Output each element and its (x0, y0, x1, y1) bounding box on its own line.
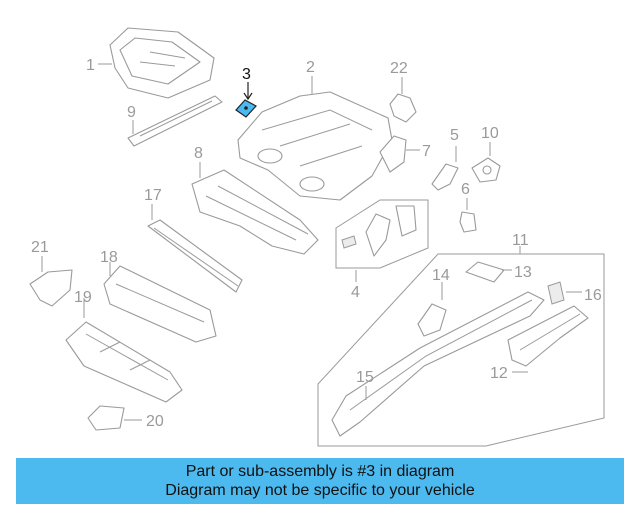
callout-2: 2 (306, 59, 315, 76)
part-20-tray (87, 405, 125, 431)
part-1-tub (109, 27, 215, 99)
part-13-bracket (465, 261, 505, 283)
callout-4: 4 (351, 284, 360, 301)
parts-diagram: 1 9 3 2 22 7 5 10 (29, 27, 605, 447)
callout-21: 21 (31, 239, 49, 256)
part-2-floor-pan (237, 91, 393, 201)
part-4-bracket-assembly (341, 205, 417, 257)
callout-10: 10 (481, 125, 499, 142)
part-17-crossmember (147, 219, 243, 293)
banner-line-1: Part or sub-assembly is #3 in diagram (185, 463, 455, 480)
callout-19: 19 (74, 289, 92, 306)
part-21-bracket (29, 269, 73, 307)
callout-17: 17 (144, 187, 162, 204)
callout-18: 18 (100, 249, 118, 266)
part-6-bracket (459, 211, 477, 233)
callout-16: 16 (584, 287, 602, 304)
part-3-bracket-highlighted (235, 99, 257, 118)
callout-9: 9 (127, 104, 136, 121)
part-14-bracket (417, 303, 447, 337)
part-19-floor-assembly (65, 321, 183, 403)
callout-11: 11 (512, 232, 529, 249)
part-16-plate (547, 281, 565, 305)
callout-1: 1 (86, 57, 95, 74)
part-5-bracket (431, 163, 459, 191)
part-10-mount (471, 157, 501, 183)
callout-7: 7 (422, 143, 431, 160)
callout-22: 22 (390, 60, 408, 77)
part-8-panel (191, 169, 319, 255)
part-7-bracket (379, 135, 407, 173)
banner-line-2: Diagram may not be specific to your vehi… (165, 482, 475, 499)
part-12-member (507, 305, 589, 367)
part-9-rail (127, 95, 223, 147)
callout-15: 15 (356, 369, 374, 386)
callout-13: 13 (514, 264, 532, 281)
callout-12: 12 (490, 365, 508, 382)
callout-3: 3 (242, 66, 251, 83)
part-22-bracket (389, 93, 417, 123)
callout-8: 8 (194, 145, 203, 162)
callout-6: 6 (461, 181, 470, 198)
info-banner: Part or sub-assembly is #3 in diagram Di… (16, 458, 624, 504)
part-15-rail (331, 291, 545, 437)
callout-20: 20 (146, 413, 164, 430)
part-18-floor-panel (103, 265, 217, 343)
callout-14: 14 (432, 267, 450, 284)
callout-5: 5 (450, 127, 459, 144)
